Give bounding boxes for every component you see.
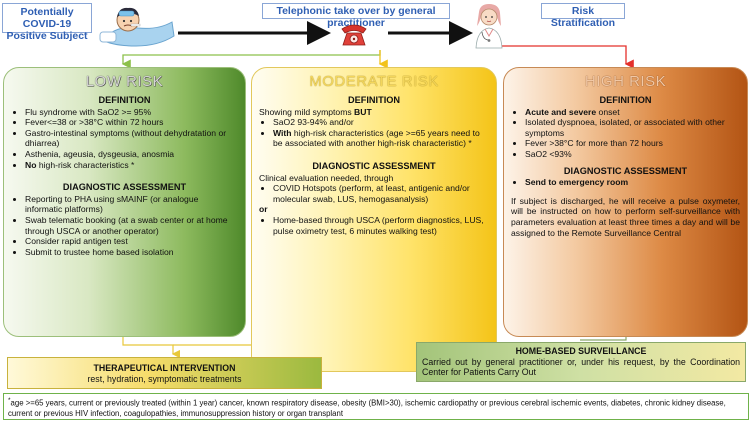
moderate-clinical-text: Clinical evaluation needed, through xyxy=(259,172,394,183)
list-item: Fever >38°C for more than 72 hours xyxy=(525,138,740,149)
footnote: *age >=65 years, current or previously t… xyxy=(3,393,749,420)
list-item: SaO2 93-94% and/or xyxy=(273,117,489,128)
moderate-definition-list: SaO2 93-94% and/or With high-risk charac… xyxy=(259,117,489,149)
list-item: Home-based through USCA (perform diagnos… xyxy=(273,215,489,236)
high-definition-heading: DEFINITION xyxy=(599,95,652,105)
risk-stratification-label: Risk Stratification xyxy=(541,3,625,29)
list-item: Asthenia, ageusia, dysgeusia, anosmia xyxy=(25,149,238,160)
low-no-rest: high-risk characteristics * xyxy=(36,159,135,170)
list-item: Send to emergency room xyxy=(525,177,740,188)
moderate-intro: Showing mild symptoms BUT xyxy=(259,107,489,118)
low-no-bold: No xyxy=(25,159,37,170)
subject-label-line2: Positive Subject xyxy=(6,30,88,42)
high-assessment-heading: DIAGNOSTIC ASSESSMENT xyxy=(563,165,688,176)
low-definition-list: Flu syndrome with SaO2 >= 95% Fever<=38 … xyxy=(11,107,238,171)
moderate-or-text: or xyxy=(259,204,268,215)
footnote-text: age >=65 years, current or previously tr… xyxy=(8,398,726,418)
low-risk-title: LOW RISK xyxy=(85,73,164,90)
moderate-definition-heading: DEFINITION xyxy=(347,95,401,105)
low-assessment-list: Reporting to PHA using sMAINF (or analog… xyxy=(11,194,238,258)
home-surveillance-text: Carried out by general practitioner or, … xyxy=(422,356,740,378)
subject-label: Potentially COVID-19 Positive Subject xyxy=(2,3,92,42)
list-item: With high-risk characteristics (age >=65… xyxy=(273,128,489,149)
list-item: COVID Hotspots (perform, at least, antig… xyxy=(273,183,489,204)
moderate-home-list: Home-based through USCA (perform diagnos… xyxy=(259,215,489,236)
list-item: Swab telematic booking (at a swab center… xyxy=(25,215,238,236)
sick-patient-icon xyxy=(99,7,175,47)
high-assessment-list: Send to emergency room xyxy=(511,177,740,188)
moderate-risk-title: MODERATE RISK xyxy=(309,73,439,90)
telephone-icon xyxy=(341,24,367,46)
list-item: Fever<=38 or >38°C within 72 hours xyxy=(25,117,238,128)
low-risk-box: LOW RISK DEFINITION Flu syndrome with Sa… xyxy=(3,67,246,337)
home-surveillance-heading: HOME-BASED SURVEILLANCE xyxy=(515,346,647,356)
list-item: Consider rapid antigen test xyxy=(25,236,238,247)
high-risk-box: HIGH RISK DEFINITION Acute and severe on… xyxy=(503,67,748,337)
connector-low-to-therapeutical xyxy=(122,337,181,359)
list-item: Isolated dyspnoea, isolated, or associat… xyxy=(525,117,740,138)
therapeutical-heading: THERAPEUTICAL INTERVENTION xyxy=(93,363,236,373)
list-item: Flu syndrome with SaO2 >= 95% xyxy=(25,107,238,118)
moderate-hotspot-list: COVID Hotspots (perform, at least, antig… xyxy=(259,183,489,204)
high-risk-title: HIGH RISK xyxy=(584,73,667,90)
connector-high-to-home xyxy=(580,337,627,341)
moderate-with-rest: high-risk characteristics (age >=65 year… xyxy=(273,127,480,149)
moderate-intro-plain: Showing mild symptoms xyxy=(259,106,355,117)
doctor-icon xyxy=(475,4,503,49)
moderate-intro-bold: BUT xyxy=(354,106,372,117)
high-definition-list: Acute and severe onset Isolated dyspnoea… xyxy=(511,107,740,160)
list-item: Acute and severe onset xyxy=(525,107,740,118)
connector-to-high xyxy=(500,45,634,69)
list-item: SaO2 <93% xyxy=(525,149,740,160)
gp-label: Telephonic take over by general practiti… xyxy=(262,3,450,29)
low-definition-heading: DEFINITION xyxy=(98,95,151,105)
high-discharge-text: If subject is discharged, he will receiv… xyxy=(511,195,740,238)
high-acute-rest: onset xyxy=(596,106,620,117)
subject-label-line1: Potentially COVID-19 xyxy=(20,6,74,30)
list-item: No high-risk characteristics * xyxy=(25,160,238,171)
therapeutical-text: rest, hydration, symptomatic treatments xyxy=(87,373,242,384)
moderate-risk-box: MODERATE RISK DEFINITION Showing mild sy… xyxy=(251,67,497,372)
footnote-star: * xyxy=(8,397,11,404)
moderate-with-bold: With xyxy=(273,127,292,138)
high-acute-bold: Acute and severe xyxy=(525,106,597,117)
connector-to-low xyxy=(121,50,381,69)
therapeutical-intervention-box: THERAPEUTICAL INTERVENTION rest, hydrati… xyxy=(7,357,322,389)
list-item: Reporting to PHA using sMAINF (or analog… xyxy=(25,194,238,215)
list-item: Gastro-intestinal symptoms (without dehy… xyxy=(25,128,238,149)
low-assessment-heading: DIAGNOSTIC ASSESSMENT xyxy=(62,182,187,193)
moderate-assessment-heading: DIAGNOSTIC ASSESSMENT xyxy=(312,160,436,171)
list-item: Submit to trustee home based isolation xyxy=(25,247,238,258)
home-surveillance-box: HOME-BASED SURVEILLANCE Carried out by g… xyxy=(416,342,746,382)
